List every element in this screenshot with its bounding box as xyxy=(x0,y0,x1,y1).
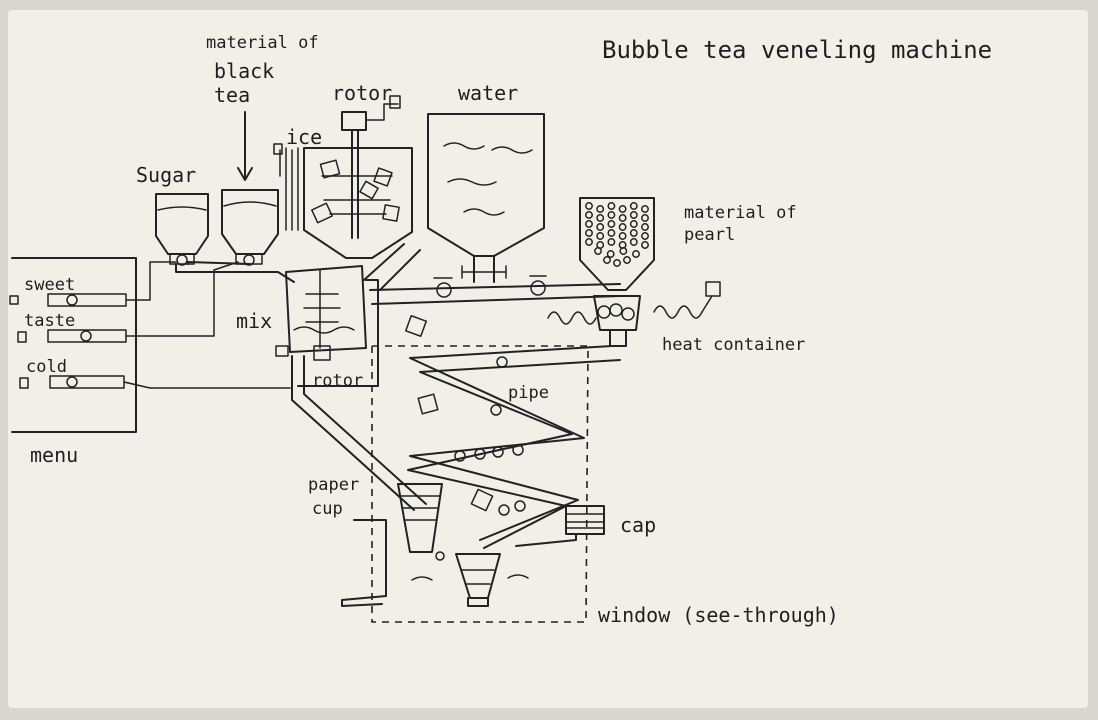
label-mix: mix xyxy=(236,309,272,333)
label-rotor-mix: rotor xyxy=(312,371,363,391)
label-pearl-2: pearl xyxy=(684,225,735,245)
paper-sheet xyxy=(8,10,1088,708)
label-black-tea-3: tea xyxy=(214,83,250,107)
label-cap: cap xyxy=(620,513,656,537)
menu-caption: menu xyxy=(30,443,78,467)
label-heat-container: heat container xyxy=(662,335,805,355)
label-window: window (see-through) xyxy=(598,603,839,627)
label-pipe: pipe xyxy=(508,383,549,403)
menu-item-sweet: sweet xyxy=(24,275,75,295)
label-paper-cup-2: cup xyxy=(312,499,343,519)
label-ice: ice xyxy=(286,125,322,149)
diagram-title: Bubble tea veneling machine xyxy=(602,36,992,64)
menu-item-taste: taste xyxy=(24,311,75,331)
label-black-tea-2: black xyxy=(214,59,274,83)
label-water: water xyxy=(458,81,518,105)
label-rotor-top: rotor xyxy=(332,81,392,105)
menu-item-cold: cold xyxy=(26,357,67,377)
label-paper-cup-1: paper xyxy=(308,475,359,495)
label-sugar: Sugar xyxy=(136,163,196,187)
label-pearl-1: material of xyxy=(684,203,797,223)
label-black-tea-1: material of xyxy=(206,33,319,53)
